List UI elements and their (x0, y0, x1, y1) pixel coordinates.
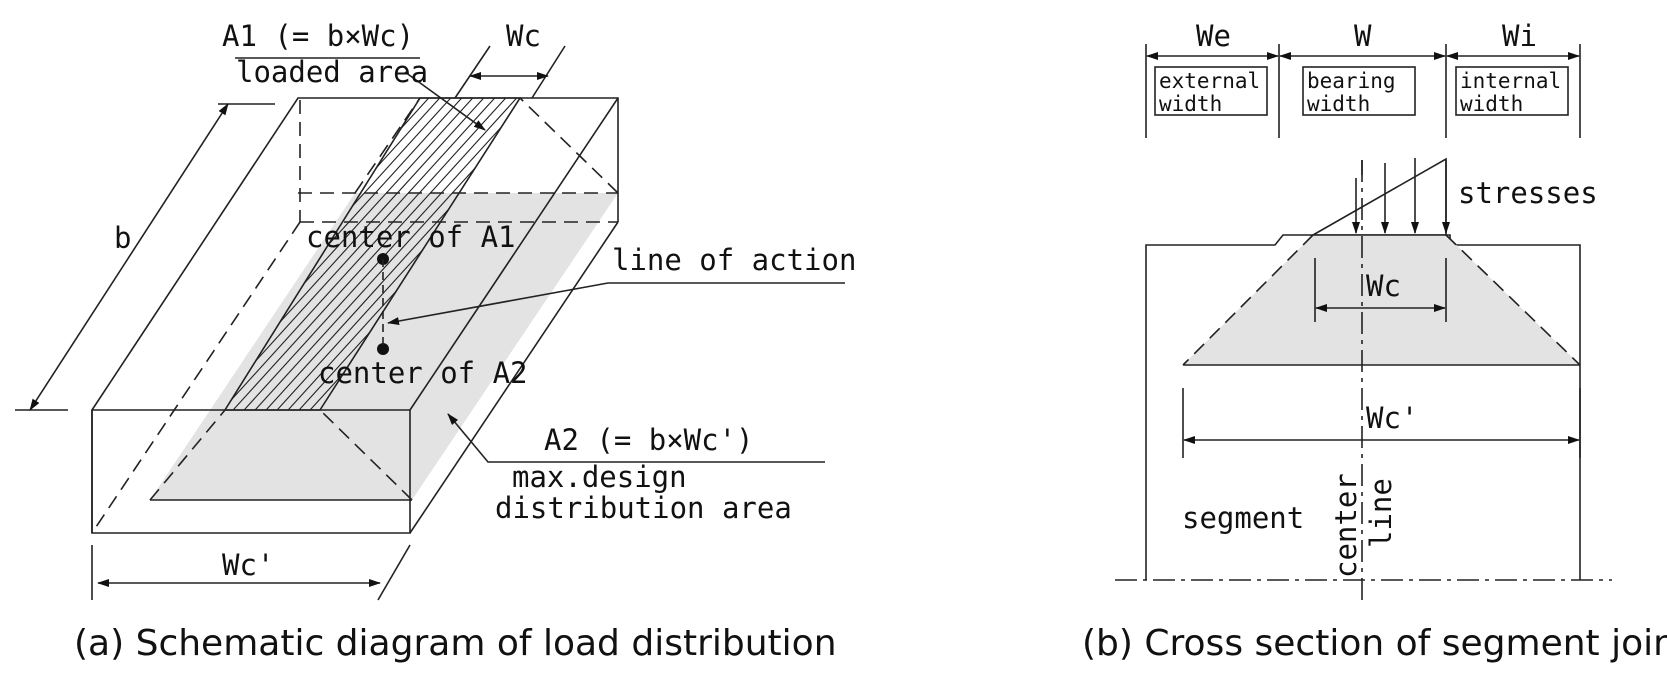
hatch-line (0, 90, 51, 420)
hatch-line (0, 90, 216, 420)
stress-triangle (1309, 157, 1447, 236)
label-loaded-area: loaded area (236, 55, 428, 89)
label-center-a1: center of A1 (306, 220, 516, 254)
label-distribution-area: distribution area (495, 491, 792, 525)
label-center-a2: center of A2 (318, 356, 528, 390)
box-right-top-edge (409, 97, 619, 411)
caption-a: (a) Schematic diagram of load distributi… (74, 623, 837, 664)
label-we: We (1196, 19, 1231, 53)
hatch-line (0, 90, 40, 420)
hatch-line (0, 90, 205, 420)
label-wc-inner: Wc (1366, 269, 1401, 303)
panel-b-cross-section: We W Wi external width bearing width int… (1082, 19, 1667, 664)
label-wc-prime-bottom: Wc' (222, 548, 274, 582)
center-a2-point (377, 343, 389, 355)
hatch-line (0, 90, 172, 420)
hatch-line (0, 90, 194, 420)
hatch-line (0, 90, 84, 420)
hatch-line (0, 90, 73, 420)
hatch-line (0, 90, 183, 420)
label-segment: segment (1182, 501, 1304, 535)
hatch-line (225, 98, 272, 410)
box-internal-line2: width (1460, 92, 1523, 116)
label-wi: Wi (1502, 19, 1537, 53)
caption-b: (b) Cross section of segment joint (1082, 623, 1667, 664)
box-bearing-line2: width (1307, 92, 1370, 116)
box-external-width (1154, 66, 1268, 116)
hatch-line (0, 90, 128, 420)
hatch-line (0, 90, 62, 420)
label-b: b (114, 221, 131, 255)
b-dimension-line (29, 103, 229, 411)
label-line-of-action: line of action (612, 243, 856, 277)
label-a1: A1 (= b×Wc) (222, 19, 414, 53)
box-right-bottom-edge (409, 221, 619, 534)
hatch-line (225, 98, 514, 410)
box-internal-line1: internal (1460, 69, 1561, 93)
label-stresses: stresses (1458, 176, 1598, 210)
label-a2: A2 (= b×Wc') (544, 423, 754, 457)
hatch-line (0, 90, 161, 420)
hatch-line (225, 98, 250, 410)
panel-a-schematic: A1 (= b×Wc) loaded area Wc b center of A… (0, 19, 856, 664)
hatch-line (0, 90, 150, 420)
label-max-design: max.design (512, 460, 687, 494)
label-wc-top: Wc (506, 19, 541, 53)
hatch-line (0, 90, 117, 420)
box-bearing-width (1302, 66, 1416, 116)
box-external-line2: width (1159, 92, 1222, 116)
label-w: W (1354, 19, 1372, 53)
hatch-line (0, 90, 106, 420)
a1-leader (404, 71, 486, 131)
label-center: center (1329, 473, 1363, 578)
label-wc-prime-section: Wc' (1366, 401, 1418, 435)
stress-distribution-area (1183, 235, 1580, 365)
box-internal-width (1455, 66, 1569, 116)
hatch-line (225, 98, 520, 410)
box-bearing-line1: bearing (1307, 69, 1396, 93)
hatch-line (225, 98, 228, 410)
box-external-line1: external (1159, 69, 1260, 93)
label-line: line (1364, 478, 1398, 548)
line-of-action-leader (387, 282, 845, 325)
hatch-line (0, 90, 95, 420)
a2-leader (447, 413, 825, 463)
